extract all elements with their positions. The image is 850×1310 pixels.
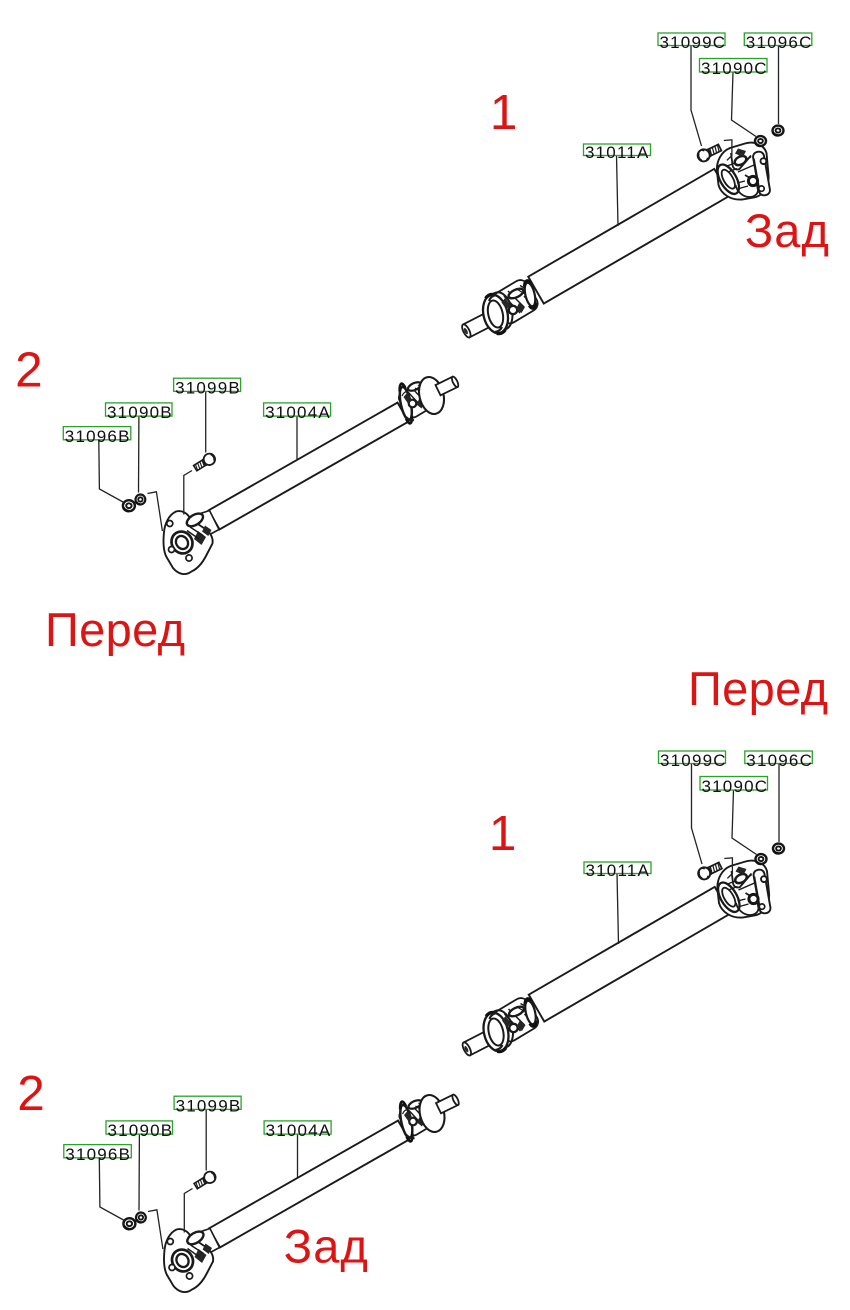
svg-text:Перед: Перед bbox=[45, 603, 185, 656]
svg-text:Перед: Перед bbox=[688, 662, 828, 715]
svg-text:2: 2 bbox=[17, 1066, 45, 1121]
svg-text:1: 1 bbox=[490, 85, 518, 140]
svg-text:Зад: Зад bbox=[284, 1220, 368, 1273]
svg-text:1: 1 bbox=[489, 806, 517, 861]
svg-text:2: 2 bbox=[15, 343, 43, 398]
svg-text:Зад: Зад bbox=[745, 204, 829, 257]
